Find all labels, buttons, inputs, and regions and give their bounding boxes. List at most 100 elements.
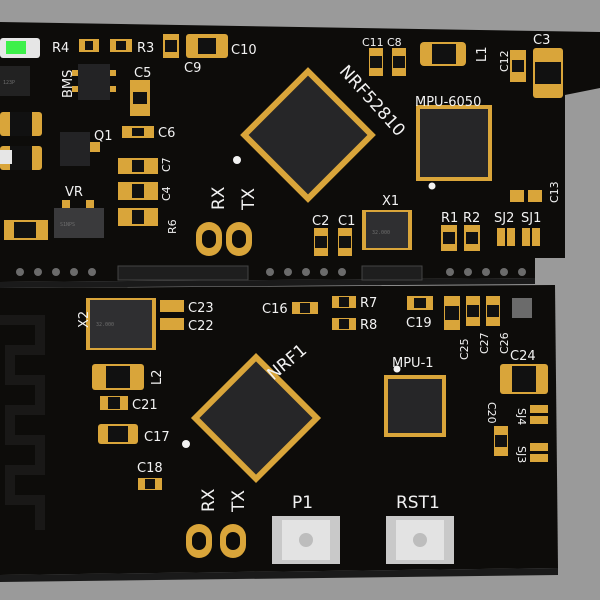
part-q1: Q1 bbox=[60, 129, 113, 166]
part-r8: R8 bbox=[332, 318, 377, 333]
label-sj3: SJ3 bbox=[515, 446, 528, 463]
label-c21: C21 bbox=[132, 398, 158, 413]
top-pcb: 123P R4 R3 BMS C5 bbox=[0, 22, 600, 288]
label-c9: C9 bbox=[184, 61, 201, 76]
part-l1: L1 bbox=[420, 42, 490, 66]
label-tx-bottom: TX bbox=[229, 490, 249, 513]
label-r1: R1 bbox=[441, 211, 458, 226]
part-c13: C13 bbox=[510, 181, 561, 203]
label-c6: C6 bbox=[158, 126, 175, 141]
part-x2: 32.000 X2 bbox=[77, 298, 156, 350]
part-x1: 32.000 X1 bbox=[362, 194, 412, 250]
label-rst1: RST1 bbox=[396, 493, 440, 513]
label-x2: X2 bbox=[77, 311, 92, 328]
part-sj2: SJ2 bbox=[494, 211, 515, 246]
label-c19: C19 bbox=[406, 316, 432, 331]
part-c27: C27 bbox=[466, 296, 491, 354]
label-sj1: SJ1 bbox=[521, 211, 541, 226]
label-l1: L1 bbox=[475, 46, 490, 62]
label-c24: C24 bbox=[510, 349, 536, 364]
label-c18: C18 bbox=[137, 461, 163, 476]
label-mpu1: MPU-1 bbox=[392, 356, 434, 371]
part-sj3: SJ3 bbox=[515, 443, 548, 463]
part-c24: C24 bbox=[500, 349, 548, 394]
label-q1: Q1 bbox=[94, 129, 113, 144]
button-rst1: RST1 bbox=[386, 493, 454, 564]
label-c5: C5 bbox=[134, 66, 151, 81]
label-vr: VR bbox=[65, 185, 83, 200]
part-mpu1: MPU-1 bbox=[384, 356, 446, 437]
part-l2: L2 bbox=[92, 364, 165, 390]
label-r4: R4 bbox=[52, 41, 69, 56]
part-c16: C16 bbox=[262, 302, 318, 317]
part-c9: C9 bbox=[163, 34, 201, 76]
part-c7: C7 bbox=[118, 157, 173, 174]
part-c3: C3 bbox=[533, 33, 563, 98]
part-c12: C12 bbox=[498, 50, 526, 82]
part-c21: C21 bbox=[100, 396, 158, 413]
part-c10: C10 bbox=[186, 34, 257, 58]
label-rx-bottom: RX bbox=[199, 488, 219, 512]
label-c17: C17 bbox=[144, 430, 170, 445]
part-c8: C8 bbox=[387, 36, 406, 76]
part-r6: R6 bbox=[118, 208, 179, 234]
part-r4: R4 bbox=[52, 39, 99, 56]
part-c18: C18 bbox=[137, 461, 163, 490]
part-c22: C22 bbox=[160, 318, 214, 334]
label-c7: C7 bbox=[160, 157, 173, 172]
part-c20: C20 bbox=[485, 402, 508, 456]
led-indicator bbox=[6, 41, 26, 54]
label-r6: R6 bbox=[166, 219, 179, 234]
label-c26: C26 bbox=[498, 332, 511, 354]
part-r1: R1 bbox=[441, 211, 458, 251]
label-r8: R8 bbox=[360, 318, 377, 333]
label-c8: C8 bbox=[387, 36, 402, 49]
label-c16: C16 bbox=[262, 302, 288, 317]
label-c1: C1 bbox=[338, 214, 355, 229]
part-c19: C19 bbox=[406, 296, 433, 331]
label-c27: C27 bbox=[478, 332, 491, 354]
label-l2: L2 bbox=[150, 369, 165, 385]
label-tx-top: TX bbox=[239, 188, 259, 211]
label-c2: C2 bbox=[312, 214, 329, 229]
header-rx-tx-bottom: RX TX bbox=[186, 488, 249, 558]
part-c2: C2 bbox=[312, 214, 329, 256]
svg-text:S1NPS: S1NPS bbox=[60, 222, 75, 228]
header-rx-tx-top: RX TX bbox=[196, 186, 259, 256]
part-c6: C6 bbox=[122, 126, 175, 141]
part-c4: C4 bbox=[118, 182, 173, 201]
button-p1: P1 bbox=[272, 493, 340, 564]
part-c25: C25 bbox=[444, 296, 471, 360]
svg-text:123P: 123P bbox=[3, 80, 15, 86]
label-c4: C4 bbox=[160, 186, 173, 201]
part-r3: R3 bbox=[110, 39, 154, 56]
label-c20: C20 bbox=[485, 402, 498, 424]
part-mpu6050: MPU-6050 bbox=[415, 95, 492, 190]
bottom-pcb: 32.000 X2 C23 C22 C16 R7 R8 bbox=[0, 285, 558, 582]
label-c10: C10 bbox=[231, 43, 257, 58]
part-vr: S1NPS VR bbox=[54, 185, 104, 238]
part-c1: C1 bbox=[338, 214, 355, 256]
label-mpu6050: MPU-6050 bbox=[415, 95, 481, 110]
label-c11: C11 bbox=[362, 36, 384, 49]
label-c12: C12 bbox=[498, 50, 511, 72]
part-r2: R2 bbox=[463, 211, 480, 251]
part-r7: R7 bbox=[332, 296, 377, 311]
label-c3: C3 bbox=[533, 33, 550, 48]
part-c5: C5 bbox=[130, 66, 151, 116]
label-sj2: SJ2 bbox=[494, 211, 514, 226]
label-x1: X1 bbox=[382, 194, 399, 209]
part-c26: C26 bbox=[486, 296, 511, 354]
label-c13: C13 bbox=[548, 181, 561, 203]
part-c23: C23 bbox=[160, 300, 214, 316]
part-bms: BMS bbox=[61, 64, 116, 100]
part-sj1: SJ1 bbox=[521, 211, 541, 246]
label-c25: C25 bbox=[458, 338, 471, 360]
label-p1: P1 bbox=[292, 493, 313, 513]
label-rx-top: RX bbox=[209, 186, 229, 210]
label-r2: R2 bbox=[463, 211, 480, 226]
part-c11: C11 bbox=[362, 36, 384, 76]
part-sj4: SJ4 bbox=[515, 405, 548, 425]
part-c17: C17 bbox=[98, 424, 170, 445]
